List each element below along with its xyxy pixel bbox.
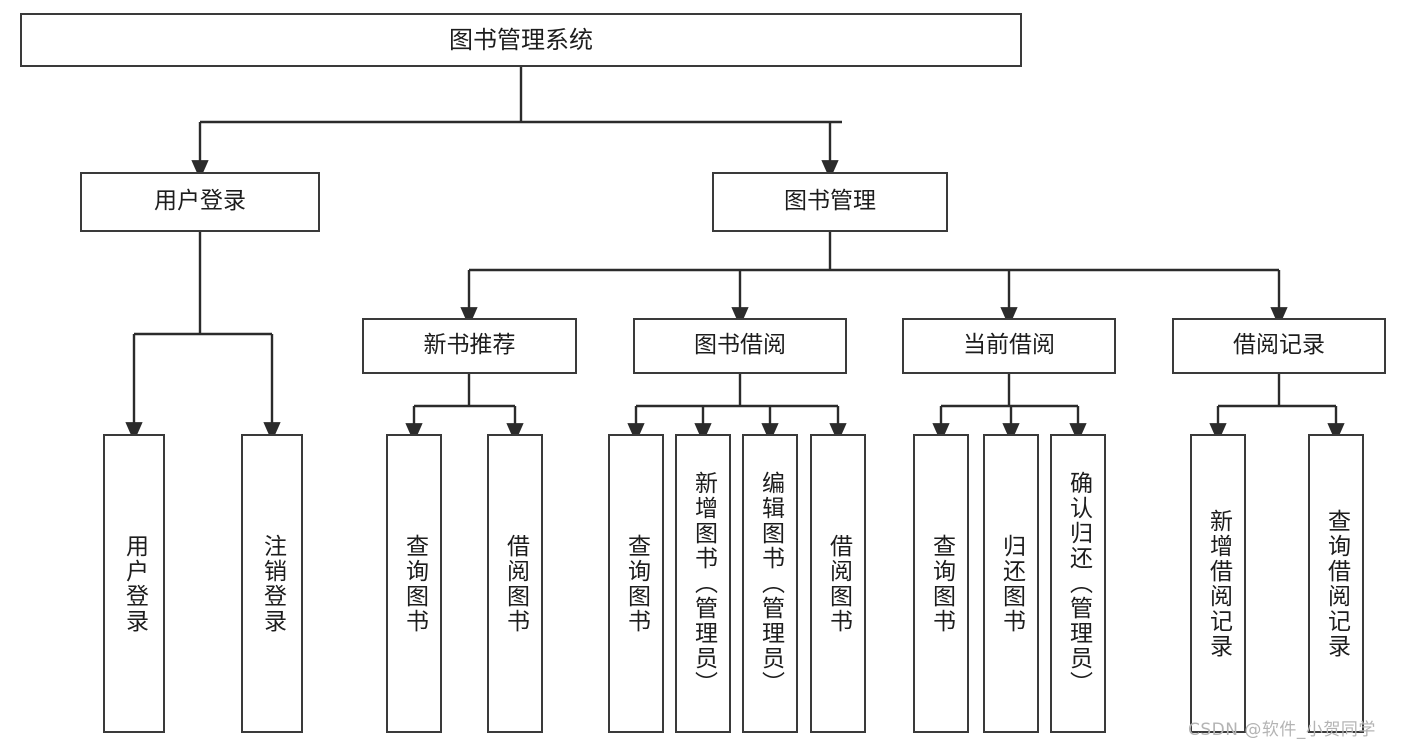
leaf-edit-book-admin[interactable]: 编辑图书（管理员） bbox=[742, 434, 798, 733]
node-label: 图书管理系统 bbox=[449, 25, 593, 54]
node-label: 查询图书 bbox=[623, 533, 650, 634]
node-label: 借阅图书 bbox=[825, 533, 852, 634]
edge-group-book-borrow bbox=[627, 374, 847, 443]
edge-group-new-book-rec bbox=[405, 374, 524, 443]
node-label: 新书推荐 bbox=[423, 332, 516, 359]
node-label: 归还图书 bbox=[998, 533, 1025, 634]
edge-group-current-borrow bbox=[932, 374, 1087, 443]
node-label: 图书借阅 bbox=[694, 332, 786, 359]
node-borrow-record[interactable]: 借阅记录 bbox=[1172, 318, 1386, 374]
edge-group-book-manage bbox=[460, 232, 1288, 327]
edge-group-root bbox=[191, 67, 842, 180]
edge-group-borrow-record bbox=[1209, 374, 1345, 443]
node-label: 新增借阅记录 bbox=[1205, 508, 1232, 659]
node-root-system[interactable]: 图书管理系统 bbox=[20, 13, 1022, 67]
leaf-add-book-admin[interactable]: 新增图书（管理员） bbox=[675, 434, 731, 733]
leaf-borrow-book-1[interactable]: 借阅图书 bbox=[487, 434, 543, 733]
node-label: 查询图书 bbox=[928, 533, 955, 634]
node-book-management[interactable]: 图书管理 bbox=[712, 172, 948, 232]
node-book-borrow[interactable]: 图书借阅 bbox=[633, 318, 847, 374]
node-label: 查询图书 bbox=[401, 533, 428, 634]
leaf-user-login[interactable]: 用户登录 bbox=[103, 434, 165, 733]
node-label: 编辑图书（管理员） bbox=[757, 471, 784, 696]
node-label: 借阅图书 bbox=[502, 533, 529, 634]
node-new-book-recommend[interactable]: 新书推荐 bbox=[362, 318, 577, 374]
node-user-login[interactable]: 用户登录 bbox=[80, 172, 320, 232]
node-label: 查询借阅记录 bbox=[1323, 508, 1350, 659]
leaf-query-book-3[interactable]: 查询图书 bbox=[913, 434, 969, 733]
leaf-borrow-book-2[interactable]: 借阅图书 bbox=[810, 434, 866, 733]
node-label: 用户登录 bbox=[121, 533, 148, 634]
leaf-return-book[interactable]: 归还图书 bbox=[983, 434, 1039, 733]
node-label: 图书管理 bbox=[784, 188, 876, 215]
node-label: 注销登录 bbox=[259, 533, 286, 634]
leaf-logout[interactable]: 注销登录 bbox=[241, 434, 303, 733]
node-current-borrow[interactable]: 当前借阅 bbox=[902, 318, 1116, 374]
leaf-add-borrow-record[interactable]: 新增借阅记录 bbox=[1190, 434, 1246, 733]
leaf-query-book-2[interactable]: 查询图书 bbox=[608, 434, 664, 733]
node-label: 当前借阅 bbox=[963, 332, 1055, 359]
edge-group-user-login bbox=[125, 232, 281, 442]
node-label: 新增图书（管理员） bbox=[690, 471, 717, 696]
leaf-query-book-1[interactable]: 查询图书 bbox=[386, 434, 442, 733]
leaf-confirm-return-admin[interactable]: 确认归还（管理员） bbox=[1050, 434, 1106, 733]
csdn-watermark: CSDN @软件_小贺同学 bbox=[1188, 720, 1376, 740]
node-label: 确认归还（管理员） bbox=[1065, 471, 1092, 696]
leaf-query-borrow-record[interactable]: 查询借阅记录 bbox=[1308, 434, 1364, 733]
node-label: 用户登录 bbox=[154, 188, 246, 215]
node-label: 借阅记录 bbox=[1233, 332, 1325, 359]
